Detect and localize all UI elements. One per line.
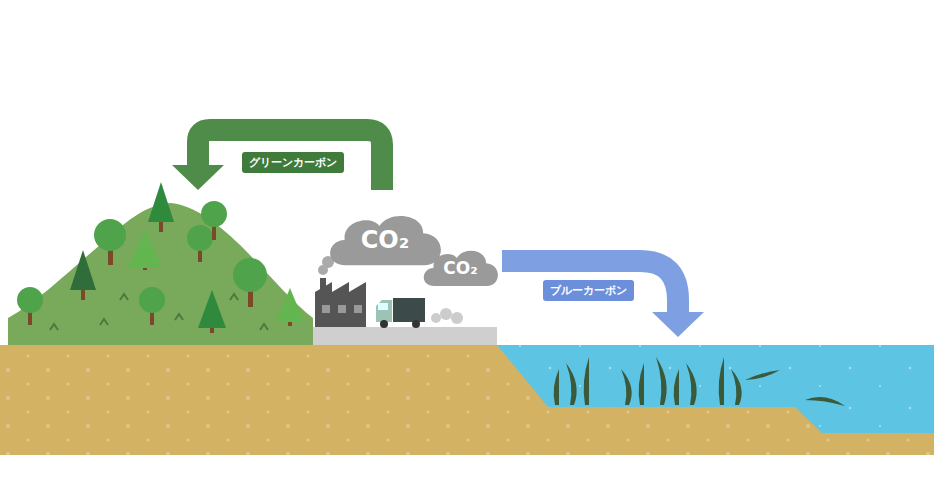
- seaweed: [554, 357, 845, 406]
- green-arrow: [198, 130, 382, 190]
- road: [313, 327, 497, 345]
- trees: [17, 182, 304, 333]
- truck: [376, 298, 463, 328]
- seaweed-leaf: [686, 363, 697, 405]
- ground: [0, 345, 934, 455]
- drifting-seaweed: [745, 370, 780, 380]
- co2-text: CO₂: [361, 226, 410, 254]
- cloud-outline: [330, 216, 441, 265]
- seaweed-leaf: [731, 369, 742, 405]
- blue-arrowhead: [652, 312, 704, 337]
- co2-text: CO₂: [443, 258, 477, 278]
- co2-cloud: CO₂: [423, 248, 498, 288]
- tag-text: グリーンカーボン: [249, 155, 337, 170]
- seaweed-leaf: [719, 357, 724, 405]
- seaweed-leaf: [584, 357, 589, 405]
- seaweed-leaf: [554, 369, 559, 405]
- label-tag: グリーンカーボン: [242, 152, 344, 173]
- seaweed-leaf: [566, 363, 577, 405]
- seaweed-leaf: [621, 369, 632, 405]
- seaweed-leaf: [656, 357, 667, 405]
- ground-texture: [0, 345, 934, 455]
- co2-cloud: CO₂: [329, 212, 441, 268]
- seaweed-leaf: [639, 363, 644, 405]
- drifting-seaweed: [805, 397, 845, 406]
- seaweed-leaf: [674, 369, 679, 405]
- blue-arrow: [502, 261, 678, 312]
- hill: [8, 203, 313, 345]
- tag-text: ブルーカーボン: [550, 283, 627, 298]
- label-tag: ブルーカーボン: [543, 280, 634, 301]
- green-arrowhead: [172, 165, 224, 190]
- cloud-outline: [424, 251, 498, 286]
- factory: [315, 256, 366, 327]
